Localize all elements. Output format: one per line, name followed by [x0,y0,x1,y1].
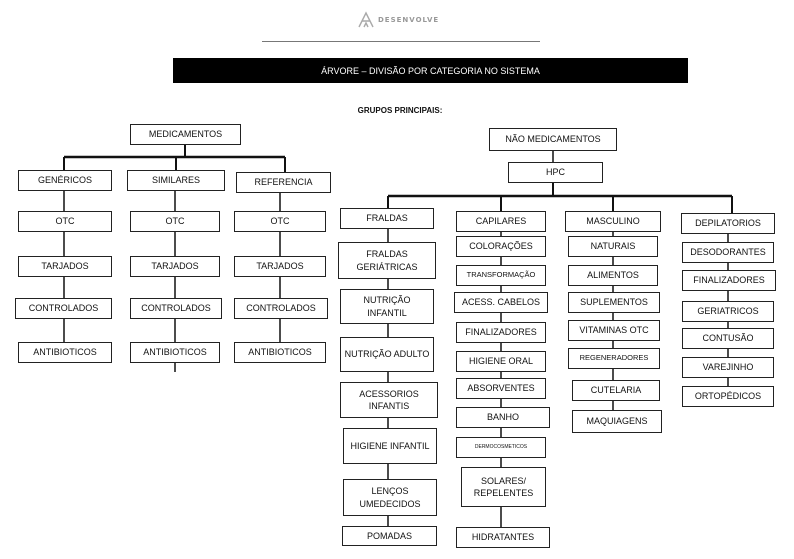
node-similares: SIMILARES [127,170,225,191]
node-medicamentos-root: MEDICAMENTOS [130,124,241,145]
node-regeneradores: REGENERADORES [568,348,660,369]
node-capilares: CAPILARES [456,211,546,232]
node-cutelaria: CUTELARIA [572,380,660,401]
node-genericos-otc: OTC [18,211,112,232]
node-absorventes: ABSORVENTES [456,378,546,399]
node-genericos: GENÉRICOS [18,170,112,191]
logo-icon [358,11,374,28]
node-higiene-infantil: HIGIENE INFANTIL [343,428,437,464]
node-finalizadores-cap: FINALIZADORES [456,322,546,343]
node-referencia-antibioticos: ANTIBIOTICOS [234,342,326,363]
node-transformacao: TRANSFORMAÇÃO [456,265,546,286]
node-masculino: MASCULINO [565,211,661,232]
node-referencia-controlados: CONTROLADOS [234,298,328,319]
header-divider [262,41,540,42]
node-similares-tarjados: TARJADOS [130,256,220,277]
node-genericos-tarjados: TARJADOS [18,256,112,277]
node-referencia-otc: OTC [234,211,326,232]
node-solares-repelentes: SOLARES/ REPELENTES [461,467,546,507]
logo: DESENVOLVE [356,8,446,32]
node-contusao: CONTUSÃO [682,328,774,349]
page-title: ÁRVORE – DIVISÃO POR CATEGORIA NO SISTEM… [173,58,688,83]
node-referencia: REFERENCIA [236,172,331,193]
node-nutricao-adulto: NUTRIÇÃO ADULTO [340,337,434,372]
node-hpc: HPC [508,162,603,183]
node-ortopedicos: ORTOPÉDICOS [682,386,774,407]
node-dermocosmeticos: DERMOCOSMETICOS [456,437,546,458]
node-fraldas: FRALDAS [340,208,434,229]
node-similares-antibioticos: ANTIBIOTICOS [130,342,220,363]
node-similares-controlados: CONTROLADOS [130,298,222,319]
node-maquiagens: MAQUIAGENS [572,410,662,433]
node-fraldas-geriatricas: FRALDAS GERIÁTRICAS [338,242,436,279]
section-subtitle: GRUPOS PRINCIPAIS: [357,106,443,115]
node-similares-otc: OTC [130,211,220,232]
node-acessorios-infantis: ACESSORIOS INFANTIS [340,382,438,418]
node-pomadas: POMADAS [342,526,437,546]
node-lencos-umedecidos: LENÇOS UMEDECIDOS [343,479,437,516]
node-referencia-tarjados: TARJADOS [234,256,326,277]
node-suplementos: SUPLEMENTOS [568,292,660,313]
node-nao-medicamentos-root: NÃO MEDICAMENTOS [489,128,617,151]
node-higiene-oral: HIGIENE ORAL [456,351,546,372]
node-varejinho: VAREJINHO [682,357,774,378]
node-geriatricos: GERIATRICOS [682,301,774,322]
node-finalizadores-dep: FINALIZADORES [682,270,776,291]
logo-text: DESENVOLVE [378,16,440,24]
node-genericos-antibioticos: ANTIBIOTICOS [18,342,112,363]
node-coloracoes: COLORAÇÕES [456,236,546,257]
node-genericos-controlados: CONTROLADOS [15,298,112,319]
node-alimentos: ALIMENTOS [568,265,658,286]
node-vitaminas-otc: VITAMINAS OTC [568,320,660,341]
node-naturais: NATURAIS [568,236,658,257]
node-acess-cabelos: ACESS. CABELOS [454,292,548,313]
node-banho: BANHO [456,407,550,428]
node-desodorantes: DESODORANTES [682,242,774,263]
node-hidratantes: HIDRATANTES [456,527,550,548]
node-depilatorios: DEPILATORIOS [681,213,775,234]
node-nutricao-infantil: NUTRIÇÃO INFANTIL [340,289,434,324]
